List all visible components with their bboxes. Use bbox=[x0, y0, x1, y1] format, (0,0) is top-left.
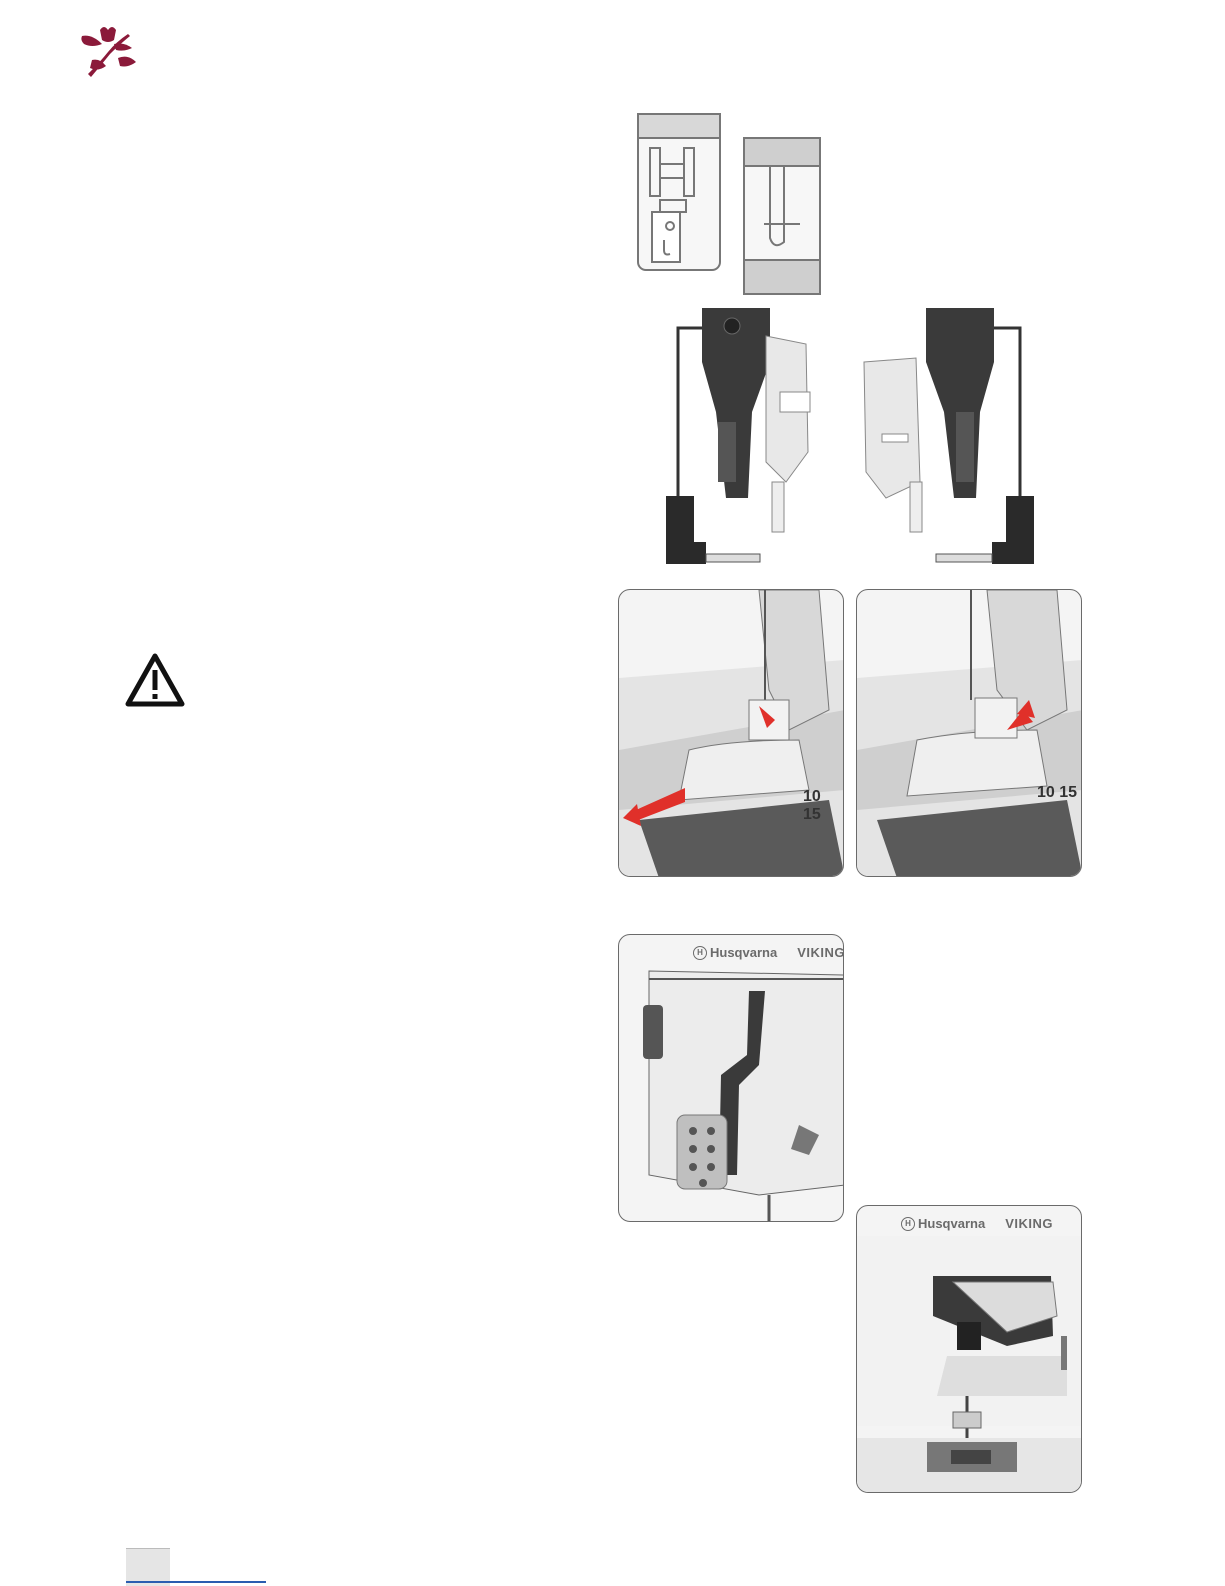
machine-front-icon bbox=[857, 1206, 1082, 1493]
tulip-logo-icon bbox=[78, 22, 140, 82]
scale-marks-right: 10 15 bbox=[1037, 784, 1077, 802]
sensor-presser-feet-icon bbox=[626, 302, 1046, 578]
attach-foot-panel-right: 10 15 bbox=[856, 589, 1082, 877]
footer-line bbox=[126, 1581, 266, 1583]
machine-side-icon bbox=[619, 935, 844, 1222]
scale-marks-left: 10 15 bbox=[803, 788, 843, 824]
presser-foot-sketch-icon bbox=[624, 108, 828, 298]
attach-foot-arrow-icon bbox=[619, 590, 844, 877]
warning-triangle-icon bbox=[124, 652, 186, 708]
attach-foot-arrow-icon bbox=[857, 590, 1082, 877]
attach-foot-panel-left: 10 15 bbox=[618, 589, 844, 877]
